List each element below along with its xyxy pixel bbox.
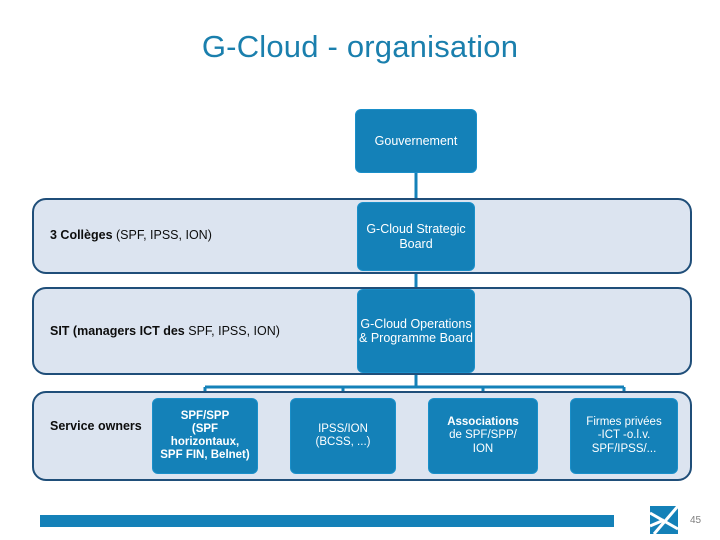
- page-title: G-Cloud - organisation: [201, 29, 519, 64]
- node-g-cloud-strategic-board[interactable]: G-Cloud Strategic Board: [357, 202, 475, 271]
- node-strategic-text: G-Cloud Strategic Board: [358, 222, 474, 251]
- node-associations-text: Associations de SPF/SPP/ ION: [447, 416, 519, 456]
- node-strategic-line-2: Strategic: [416, 222, 466, 237]
- row-label-colleges-regular: (SPF, IPSS, ION): [112, 228, 212, 242]
- node-firmes-privees-line-2: -ICT -o.l.v.: [597, 429, 651, 442]
- node-spf-spp-line-3: horizontaux,: [170, 436, 240, 448]
- node-spf-spp[interactable]: SPF/SPP (SPF horizontaux, SPF FIN, Belne…: [152, 398, 258, 474]
- node-strategic-line-1: G-Cloud: [366, 222, 413, 237]
- node-g-cloud-operations-programme-board[interactable]: G-Cloud Operations & Programme Board: [357, 289, 475, 373]
- node-ipss-ion-text: IPSS/ION (BCSS, ...): [316, 423, 371, 449]
- row-label-colleges: 3 Collèges (SPF, IPSS, ION): [50, 228, 350, 244]
- row-label-sit-bold: SIT (managers ICT des: [50, 324, 185, 338]
- node-spf-spp-line-1: SPF/SPP: [180, 409, 230, 422]
- node-ipss-ion-line-1: IPSS/ION: [318, 422, 368, 435]
- row-label-sit: SIT (managers ICT des SPF, IPSS, ION): [50, 324, 370, 340]
- node-gouvernement[interactable]: Gouvernement: [355, 109, 477, 173]
- row-label-colleges-bold: 3 Collèges: [50, 228, 113, 242]
- node-operations-line-1: G-Cloud: [360, 316, 407, 331]
- node-firmes-privees-line-3: SPF/IPSS/...: [591, 442, 657, 455]
- node-associations-line-3: ION: [472, 442, 494, 455]
- node-strategic-line-3: Board: [399, 236, 433, 251]
- node-spf-spp-text: SPF/SPP (SPF horizontaux, SPF FIN, Belne…: [160, 410, 249, 463]
- node-firmes-privees[interactable]: Firmes privées -ICT -o.l.v. SPF/IPSS/...: [570, 398, 678, 474]
- node-spf-spp-line-2: (SPF: [191, 422, 219, 435]
- footer-bar: [40, 515, 614, 527]
- node-operations-line-4: Board: [439, 331, 473, 345]
- row-label-service-owners: Service owners: [50, 419, 142, 433]
- fedict-arrow-logo-icon: [649, 505, 680, 535]
- node-firmes-privees-text: Firmes privées -ICT -o.l.v. SPF/IPSS/...: [586, 416, 661, 456]
- node-associations[interactable]: Associations de SPF/SPP/ ION: [428, 398, 538, 474]
- node-associations-line-2: de SPF/SPP/: [449, 429, 517, 442]
- node-operations-line-3: Programme: [370, 331, 437, 345]
- node-operations-text: G-Cloud Operations & Programme Board: [358, 317, 474, 346]
- node-spf-spp-line-4: SPF FIN, Belnet): [160, 449, 250, 462]
- node-associations-line-1: Associations: [447, 416, 519, 429]
- node-ipss-ion-line-2: (BCSS, ...): [315, 436, 371, 448]
- node-ipss-ion[interactable]: IPSS/ION (BCSS, ...): [290, 398, 396, 474]
- page-number: 45: [690, 515, 702, 526]
- node-firmes-privees-line-1: Firmes privées: [586, 416, 662, 429]
- row-label-sit-regular: SPF, IPSS, ION): [184, 324, 280, 338]
- node-operations-line-2: Operations &: [359, 316, 472, 345]
- organisation-chart: Gouvernement 3 Collèges (SPF, IPSS, ION)…: [0, 95, 720, 495]
